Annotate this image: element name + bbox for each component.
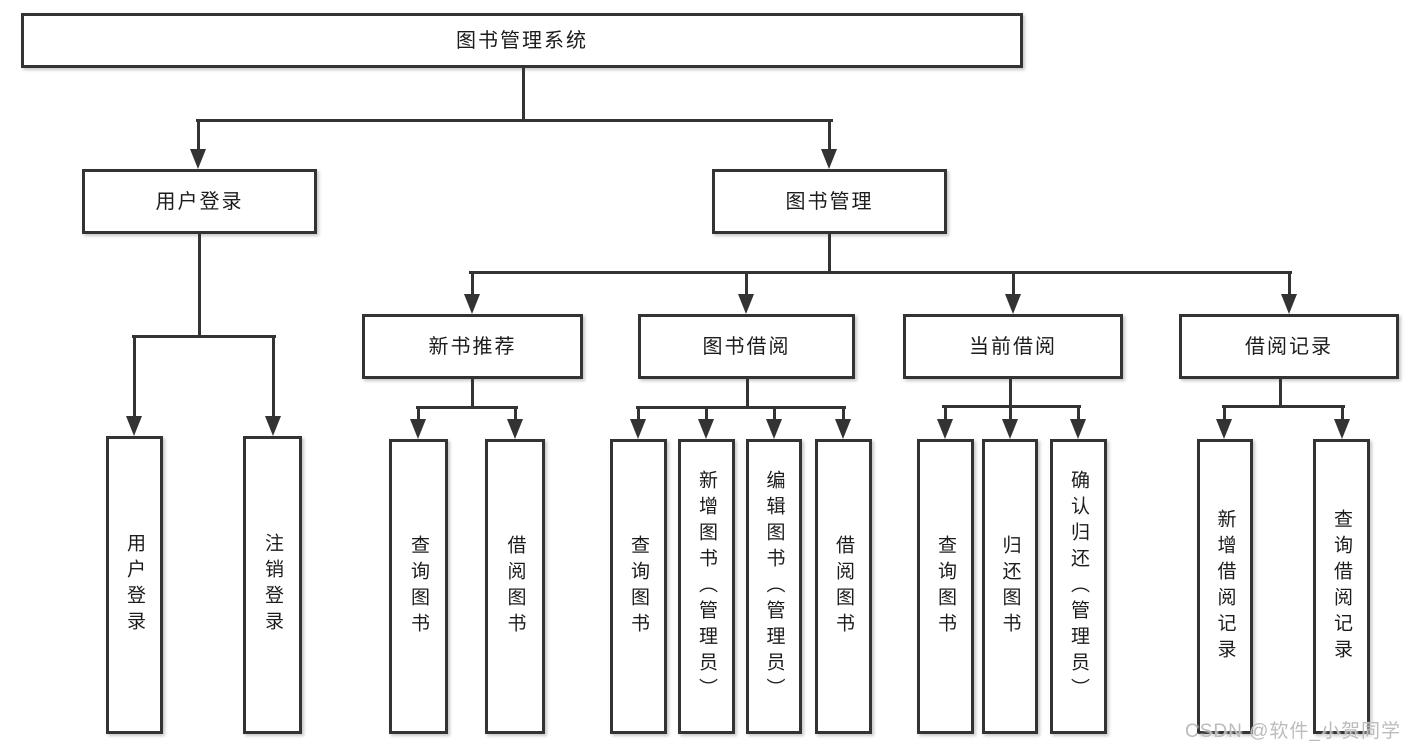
arrow-shaft xyxy=(841,408,845,421)
node-leaf-br-add-record: 新增借阅记录 xyxy=(1197,439,1253,734)
node-label-leaf-bb-query-book: 查询图书 xyxy=(628,534,649,639)
arrow-shaft xyxy=(1222,407,1226,421)
node-label-book-mgmt: 图书管理 xyxy=(785,190,874,213)
arrowhead-down-icon xyxy=(126,416,142,436)
node-label-leaf-bb-add-book: 新增图书（管理员） xyxy=(696,469,717,704)
node-leaf-user-login: 用户登录 xyxy=(106,436,163,734)
arrowhead-down-icon xyxy=(698,419,714,439)
node-label-leaf-bb-borrow-book: 借阅图书 xyxy=(833,534,854,639)
arrowhead-down-icon xyxy=(766,419,782,439)
arrow-shaft xyxy=(943,407,947,421)
node-label-leaf-rec-query-book: 查询图书 xyxy=(408,534,429,639)
node-leaf-bb-add-book: 新增图书（管理员） xyxy=(678,439,735,734)
node-label-user-login: 用户登录 xyxy=(155,190,244,213)
connector-vline xyxy=(1008,379,1012,407)
arrowhead-down-icon xyxy=(507,419,523,439)
arrow-shaft xyxy=(704,408,708,421)
arrow-shaft xyxy=(1340,407,1344,421)
node-label-root: 图书管理系统 xyxy=(456,29,588,52)
arrowhead-down-icon xyxy=(1281,294,1297,314)
node-leaf-cb-query-book: 查询图书 xyxy=(917,439,974,734)
node-label-leaf-cb-query-book: 查询图书 xyxy=(935,534,956,639)
arrow-shaft xyxy=(636,408,640,421)
node-label-new-book-rec: 新书推荐 xyxy=(428,335,517,358)
arrowhead-down-icon xyxy=(1070,419,1086,439)
node-label-leaf-bb-edit-book: 编辑图书（管理员） xyxy=(763,469,785,704)
node-label-leaf-cb-return-book: 归还图书 xyxy=(999,534,1021,639)
arrow-shaft xyxy=(1011,273,1015,296)
arrow-shaft xyxy=(1008,407,1012,421)
connector-hline xyxy=(415,406,518,409)
arrowhead-down-icon xyxy=(265,416,281,436)
node-leaf-logout: 注销登录 xyxy=(243,436,302,734)
arrowhead-down-icon xyxy=(1002,419,1018,439)
node-label-leaf-rec-borrow-book: 借阅图书 xyxy=(504,534,526,639)
connector-hline xyxy=(131,335,276,338)
arrow-shaft xyxy=(416,408,420,421)
arrowhead-down-icon xyxy=(1334,419,1350,439)
arrowhead-down-icon xyxy=(464,294,480,314)
node-label-book-borrow: 图书借阅 xyxy=(702,335,791,358)
node-label-leaf-br-add-record: 新增借阅记录 xyxy=(1214,508,1236,665)
node-leaf-br-query-record: 查询借阅记录 xyxy=(1313,439,1370,734)
node-label-leaf-logout: 注销登录 xyxy=(262,533,283,637)
connector-vline xyxy=(470,379,474,408)
node-leaf-bb-borrow-book: 借阅图书 xyxy=(815,439,872,734)
arrow-shaft xyxy=(132,337,136,418)
connector-hline xyxy=(195,119,833,122)
arrowhead-down-icon xyxy=(821,149,837,169)
arrowhead-down-icon xyxy=(190,149,206,169)
arrowhead-down-icon xyxy=(630,419,646,439)
arrow-shaft xyxy=(1076,407,1080,421)
node-label-leaf-br-query-record: 查询借阅记录 xyxy=(1331,508,1352,665)
node-label-borrow-record: 借阅记录 xyxy=(1245,335,1333,358)
node-label-leaf-user-login: 用户登录 xyxy=(124,533,145,637)
node-label-leaf-cb-confirm-return: 确认归还（管理员） xyxy=(1068,469,1089,704)
node-leaf-bb-query-book: 查询图书 xyxy=(610,439,667,734)
csdn-watermark: CSDN @软件_小贺同学 xyxy=(1185,721,1401,742)
connector-vline xyxy=(521,68,525,121)
connector-hline xyxy=(635,406,846,409)
node-label-current-borrow: 当前借阅 xyxy=(969,335,1057,358)
connector-hline xyxy=(941,405,1081,408)
connector-vline xyxy=(745,379,749,408)
connector-hline xyxy=(1221,405,1345,408)
node-leaf-bb-edit-book: 编辑图书（管理员） xyxy=(746,439,802,734)
node-leaf-cb-return-book: 归还图书 xyxy=(982,439,1038,734)
connector-vline xyxy=(1278,379,1282,407)
arrowhead-down-icon xyxy=(835,419,851,439)
arrow-shaft xyxy=(827,121,831,151)
arrow-shaft xyxy=(196,121,200,151)
connector-vline xyxy=(197,234,201,338)
arrowhead-down-icon xyxy=(1005,294,1021,314)
arrow-shaft xyxy=(1287,273,1291,296)
connector-vline xyxy=(827,234,831,273)
node-root: 图书管理系统 xyxy=(21,13,1023,68)
arrow-shaft xyxy=(513,408,517,421)
arrow-shaft xyxy=(744,273,748,296)
arrowhead-down-icon xyxy=(738,294,754,314)
arrow-shaft xyxy=(470,273,474,296)
arrowhead-down-icon xyxy=(1216,419,1232,439)
connector-hline xyxy=(468,271,1292,274)
node-book-mgmt: 图书管理 xyxy=(712,169,947,234)
node-leaf-rec-borrow-book: 借阅图书 xyxy=(485,439,545,734)
node-new-book-rec: 新书推荐 xyxy=(362,314,583,379)
arrowhead-down-icon xyxy=(937,419,953,439)
node-borrow-record: 借阅记录 xyxy=(1179,314,1399,379)
arrow-shaft xyxy=(772,408,776,421)
node-leaf-cb-confirm-return: 确认归还（管理员） xyxy=(1050,439,1107,734)
node-book-borrow: 图书借阅 xyxy=(638,314,855,379)
arrowhead-down-icon xyxy=(410,419,426,439)
arrow-shaft xyxy=(271,337,275,418)
node-leaf-rec-query-book: 查询图书 xyxy=(389,439,448,734)
node-current-borrow: 当前借阅 xyxy=(903,314,1123,379)
node-user-login: 用户登录 xyxy=(82,169,317,234)
